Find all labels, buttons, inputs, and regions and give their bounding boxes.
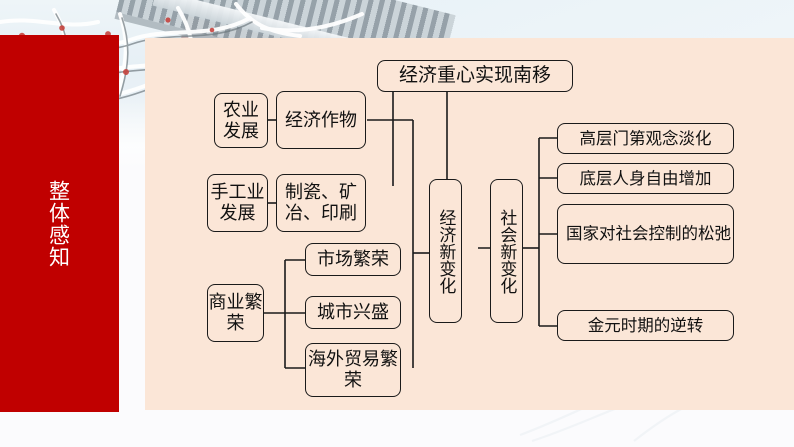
node-society-change-label: 社会新变化 (497, 208, 517, 294)
node-society-item-1-label: 高层门第观念淡化 (579, 128, 712, 148)
node-commerce-detail-overseas-label: 海外贸易繁荣 (308, 349, 398, 390)
node-root[interactable]: 经济重心实现南移 (377, 60, 573, 92)
node-society-item-3[interactable]: 国家对社会控制的松弛 (557, 204, 734, 264)
node-handicraft-label: 手工业发展 (210, 182, 265, 223)
node-society-item-2[interactable]: 底层人身自由增加 (557, 163, 734, 194)
node-handicraft[interactable]: 手工业发展 (207, 174, 268, 232)
node-society-item-1[interactable]: 高层门第观念淡化 (557, 123, 734, 154)
node-agriculture-detail-label: 经济作物 (285, 109, 357, 130)
node-agriculture-label: 农业发展 (223, 99, 259, 141)
node-commerce-detail-market-label: 市场繁荣 (317, 249, 389, 270)
node-society-item-2-label: 底层人身自由增加 (579, 168, 712, 188)
node-handicraft-detail[interactable]: 制瓷、矿冶、印刷 (276, 174, 366, 232)
node-commerce-label: 商业繁荣 (208, 292, 263, 333)
node-commerce-detail-city[interactable]: 城市兴盛 (305, 296, 401, 329)
node-commerce-detail-overseas[interactable]: 海外贸易繁荣 (305, 343, 401, 397)
node-root-label: 经济重心实现南移 (398, 64, 551, 86)
node-economy-change[interactable]: 经济新变化 (429, 179, 462, 323)
node-economy-change-label: 经济新变化 (436, 208, 456, 294)
node-society-change[interactable]: 社会新变化 (490, 179, 523, 323)
node-commerce[interactable]: 商业繁荣 (207, 284, 264, 342)
node-handicraft-detail-label: 制瓷、矿冶、印刷 (285, 182, 357, 223)
node-society-item-3-label: 国家对社会控制的松弛 (566, 224, 731, 244)
node-society-item-4[interactable]: 金元时期的逆转 (557, 310, 734, 341)
mindmap-diagram: 经济重心实现南移 农业发展 经济作物 手工业发展 制瓷、矿冶、印刷 商业繁荣 市… (145, 38, 794, 410)
node-commerce-detail-market[interactable]: 市场繁荣 (305, 243, 401, 276)
node-society-item-4-label: 金元时期的逆转 (587, 315, 704, 335)
node-agriculture-detail[interactable]: 经济作物 (276, 91, 366, 149)
node-commerce-detail-city-label: 城市兴盛 (317, 302, 389, 323)
section-title: 整体感知 (46, 179, 71, 268)
node-agriculture[interactable]: 农业发展 (214, 93, 268, 148)
section-banner: 整体感知 (0, 35, 119, 412)
